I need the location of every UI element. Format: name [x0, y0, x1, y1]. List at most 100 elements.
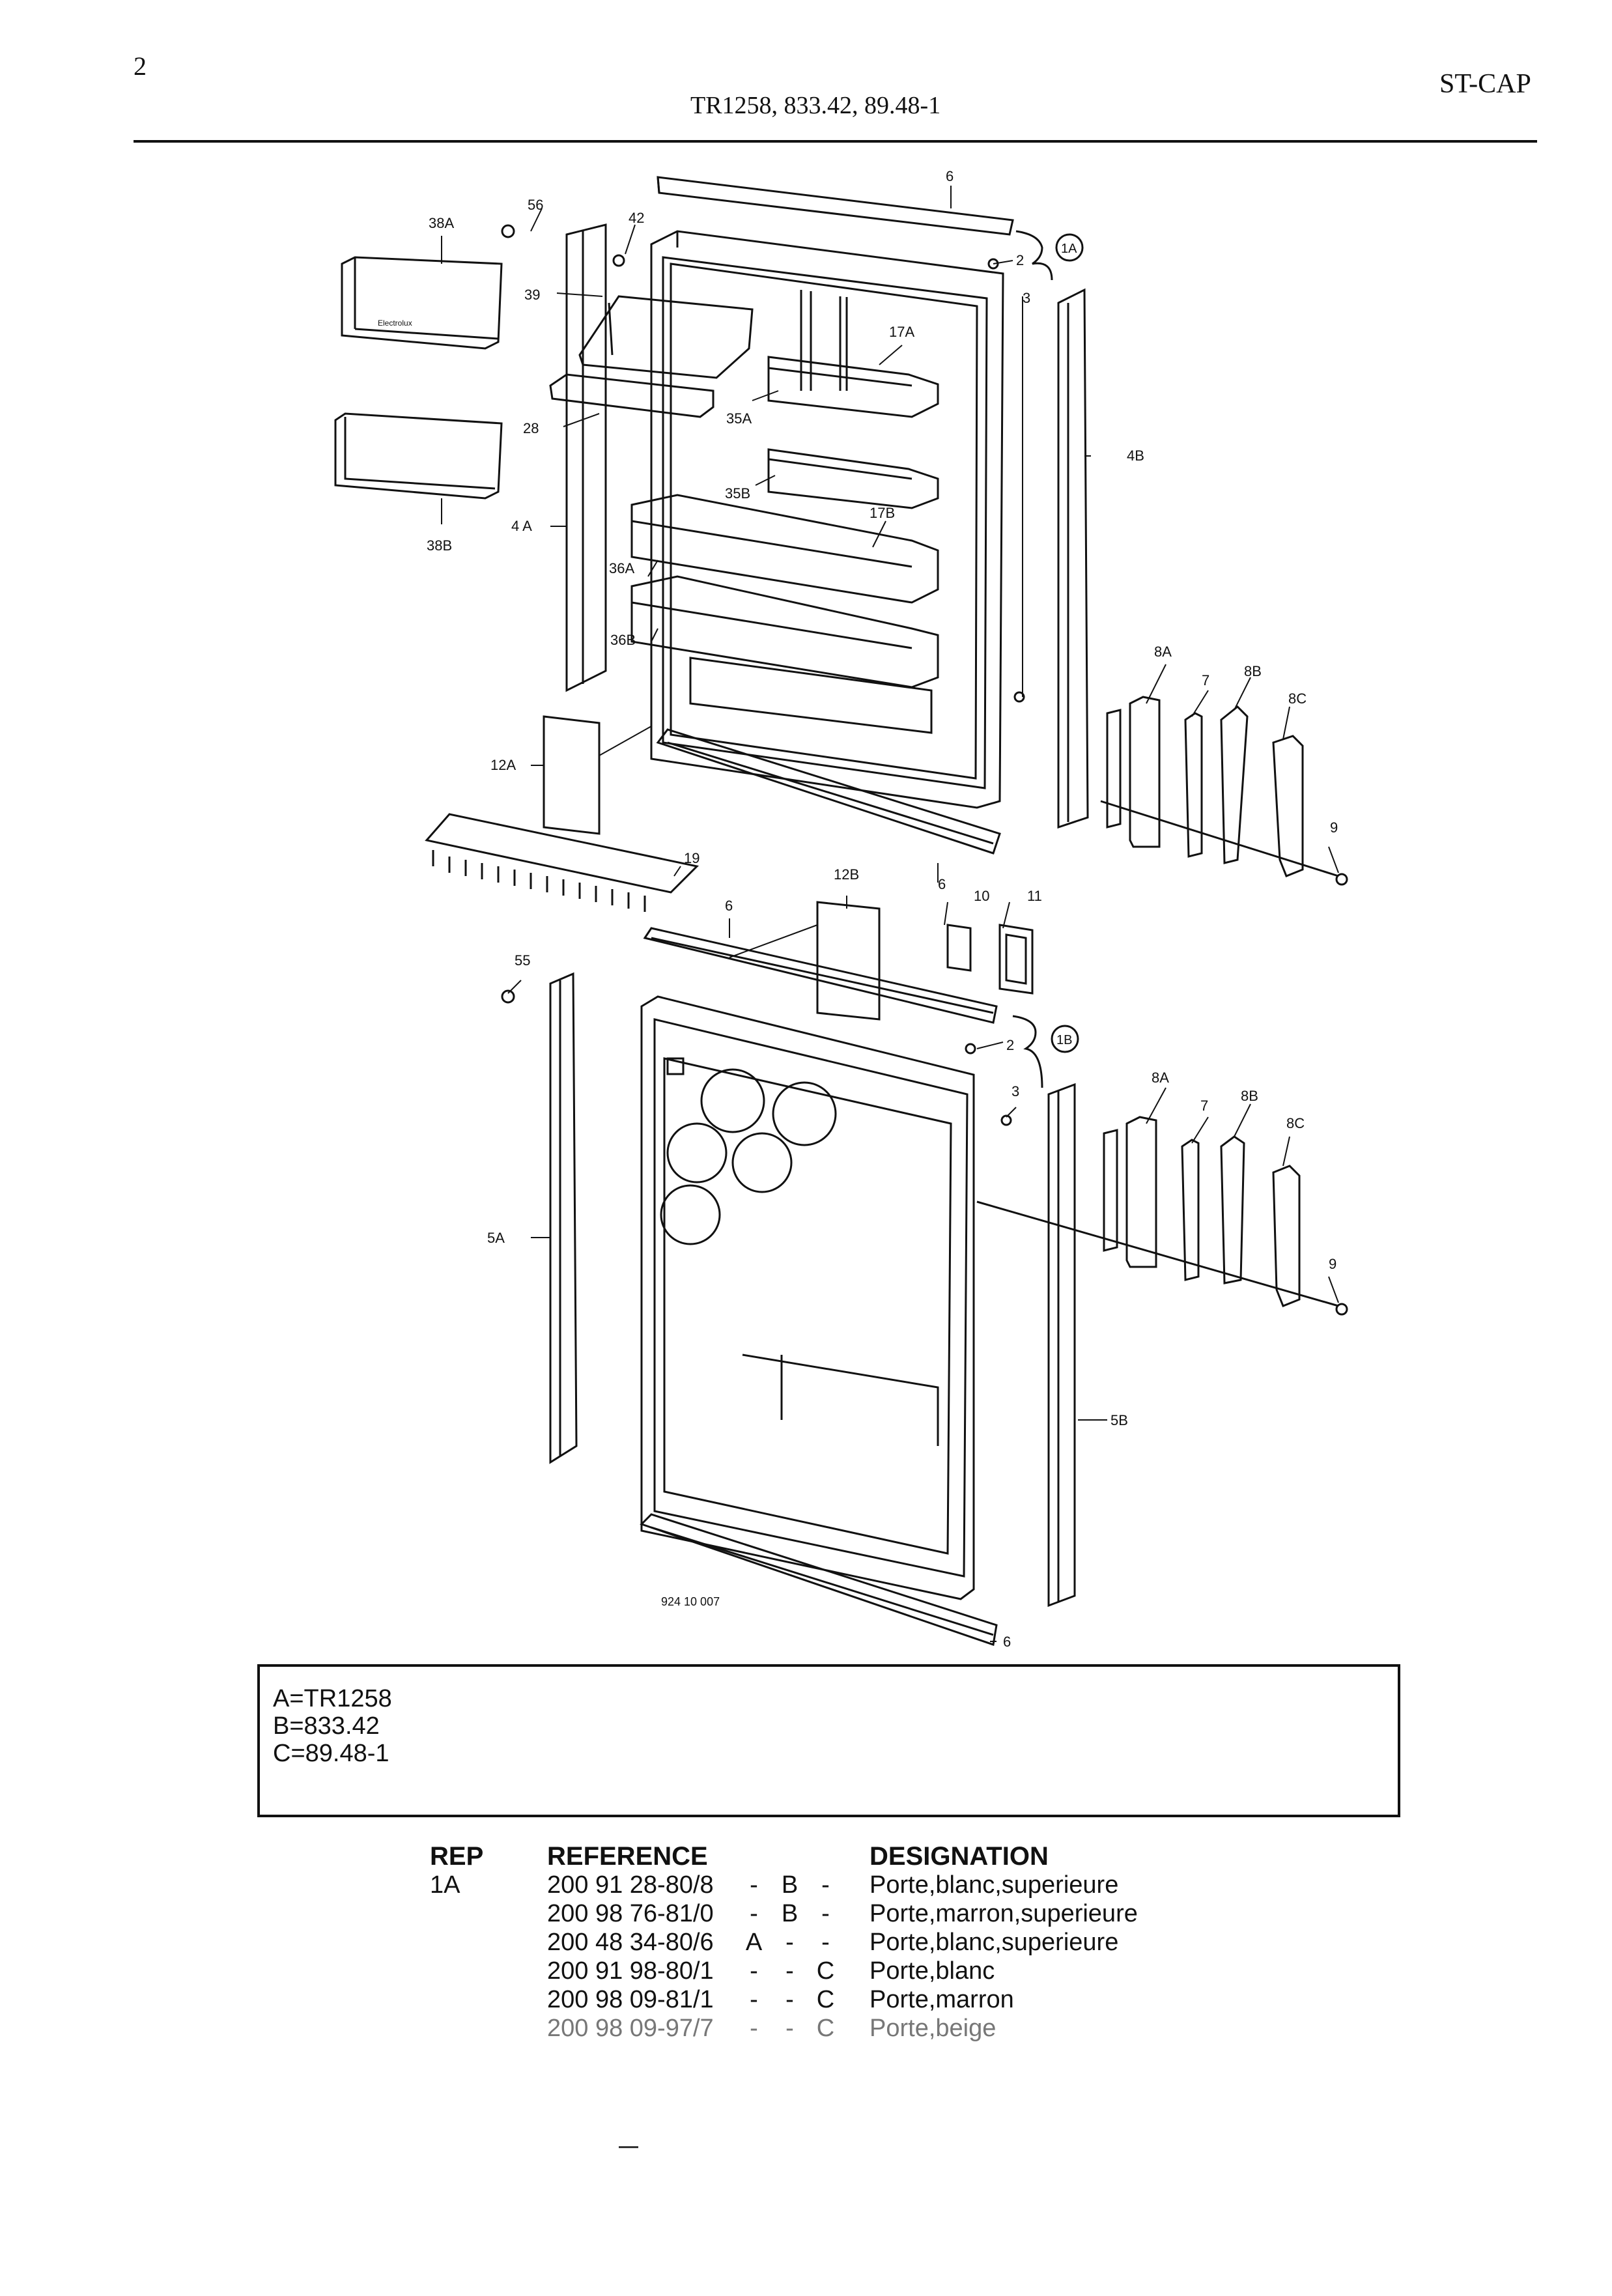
cell-designation: Porte,marron,superieure	[870, 1900, 1138, 1927]
label-17a: 17A	[889, 324, 914, 340]
label-28: 28	[523, 420, 539, 436]
cell-b: -	[785, 1929, 794, 1956]
label-6-bot: 6	[1003, 1634, 1011, 1650]
cell-c: C	[816, 1957, 835, 1985]
label-42: 42	[629, 210, 644, 226]
cell-reference: 200 98 09-81/1	[547, 1986, 714, 2013]
label-12b: 12B	[834, 866, 859, 883]
label-1b: 1B	[1056, 1033, 1072, 1047]
label-9-bot: 9	[1329, 1256, 1336, 1272]
document-title: TR1258, 833.42, 89.48-1	[690, 92, 941, 119]
cell-a: A	[745, 1929, 763, 1956]
cell-reference: 200 48 34-80/6	[547, 1929, 714, 1956]
legend-line-b: B=833.42	[273, 1712, 380, 1740]
cell-rep: 1A	[430, 1871, 460, 1899]
label-8a-bot: 8A	[1152, 1070, 1169, 1086]
cell-reference: 200 98 09-97/7	[547, 2015, 714, 2042]
table-row: 1A 200 91 28-80/8 - B - Porte,blanc,supe…	[430, 1871, 1138, 1900]
label-19: 19	[684, 850, 700, 866]
label-17b: 17B	[870, 505, 895, 521]
label-6-top: 6	[946, 168, 954, 184]
cell-b: -	[785, 1986, 794, 2013]
label-2-bot: 2	[1006, 1037, 1014, 1053]
label-35a: 35A	[726, 410, 752, 427]
legend-line-a: A=TR1258	[273, 1685, 392, 1712]
cell-designation: Porte,blanc,superieure	[870, 1871, 1119, 1899]
label-2-top: 2	[1016, 252, 1024, 268]
electrolux-badge: Electrolux	[378, 319, 412, 328]
label-4b: 4B	[1127, 447, 1144, 464]
cell-c: C	[816, 2015, 835, 2042]
page-number: 2	[134, 51, 147, 81]
cell-reference: 200 91 98-80/1	[547, 1957, 714, 1985]
label-55: 55	[515, 952, 530, 969]
label-7-bot: 7	[1200, 1098, 1208, 1114]
cell-a: -	[750, 1900, 758, 1927]
label-8a-top: 8A	[1154, 644, 1172, 660]
label-6-mid: 6	[938, 876, 946, 892]
drawing-number: 924 10 007	[661, 1595, 720, 1608]
header-reference: REFERENCE	[547, 1842, 708, 1871]
model-legend: A=TR1258 B=833.42 C=89.48-1	[257, 1664, 1400, 1817]
table-row: 200 98 09-97/7 - - C Porte,beige	[430, 2015, 1138, 2043]
leader-lines	[441, 186, 1339, 1642]
table-row: 200 48 34-80/6 A - - Porte,blanc,superie…	[430, 1929, 1138, 1957]
label-11: 11	[1027, 888, 1042, 904]
label-36b: 36B	[610, 632, 636, 648]
cell-rep	[430, 1929, 547, 1957]
cell-c: -	[821, 1900, 830, 1927]
parts-table: REP REFERENCE DESIGNATION 1A 200 91 28-8…	[430, 1840, 1407, 2043]
cell-c: C	[816, 1986, 835, 2013]
cell-c: -	[821, 1929, 830, 1956]
callout-circle-1b	[1051, 1025, 1079, 1053]
cell-c: -	[821, 1871, 830, 1899]
cell-b: -	[785, 1957, 794, 1985]
label-7-top: 7	[1202, 672, 1209, 688]
label-8c-bot: 8C	[1286, 1115, 1305, 1131]
label-4a: 4 A	[511, 518, 532, 534]
page-mark	[619, 2146, 638, 2148]
label-10: 10	[974, 888, 989, 904]
cell-rep	[430, 1986, 547, 2015]
label-36a: 36A	[609, 560, 634, 576]
header-rule	[134, 140, 1537, 143]
cell-designation: Porte,blanc	[870, 1957, 995, 1985]
upper-door-assembly	[425, 176, 1348, 912]
cell-designation: Porte,blanc,superieure	[870, 1929, 1119, 1956]
exploded-door-diagram: 6 56 42 38A 39 2 3 1A 17A 28 35A 4B 35B …	[334, 168, 1348, 1650]
label-8b-top: 8B	[1244, 663, 1262, 679]
label-9-top: 9	[1330, 819, 1338, 836]
label-38a: 38A	[429, 215, 454, 231]
label-38b: 38B	[427, 537, 452, 554]
table-row: 200 98 09-81/1 - - C Porte,marron	[430, 1986, 1138, 2015]
label-1a: 1A	[1061, 242, 1077, 256]
cell-designation: Porte,beige	[870, 2015, 997, 2042]
lower-door-assembly	[501, 901, 1348, 1646]
cell-rep	[430, 1957, 547, 1986]
cell-a: -	[750, 1871, 758, 1899]
label-5b: 5B	[1110, 1412, 1128, 1428]
label-8b-bot: 8B	[1241, 1088, 1258, 1104]
dairy-compartment-assembly	[334, 256, 503, 500]
diagram-labels: 6 56 42 38A 39 2 3 1A 17A 28 35A 4B 35B …	[378, 168, 1338, 1650]
cell-reference: 200 98 76-81/0	[547, 1900, 714, 1927]
cell-designation: Porte,marron	[870, 1986, 1014, 2013]
cell-rep	[430, 2015, 547, 2043]
table-row: 200 91 98-80/1 - - C Porte,blanc	[430, 1957, 1138, 1986]
label-35b: 35B	[725, 485, 750, 502]
header-rep: REP	[430, 1842, 484, 1871]
label-6-left: 6	[725, 898, 733, 914]
cell-b: -	[785, 2015, 794, 2042]
label-3-bot: 3	[1011, 1083, 1019, 1099]
callout-circle-1a	[1055, 233, 1084, 262]
cell-a: -	[750, 2015, 758, 2042]
label-3-top: 3	[1023, 290, 1030, 306]
brand-label: ST-CAP	[1439, 69, 1531, 99]
header-designation: DESIGNATION	[870, 1842, 1049, 1871]
label-12a: 12A	[490, 757, 516, 773]
cell-reference: 200 91 28-80/8	[547, 1871, 714, 1899]
table-row: 200 98 76-81/0 - B - Porte,marron,superi…	[430, 1900, 1138, 1929]
cell-a: -	[750, 1986, 758, 2013]
legend-line-c: C=89.48-1	[273, 1740, 389, 1767]
cell-b: B	[781, 1871, 799, 1899]
